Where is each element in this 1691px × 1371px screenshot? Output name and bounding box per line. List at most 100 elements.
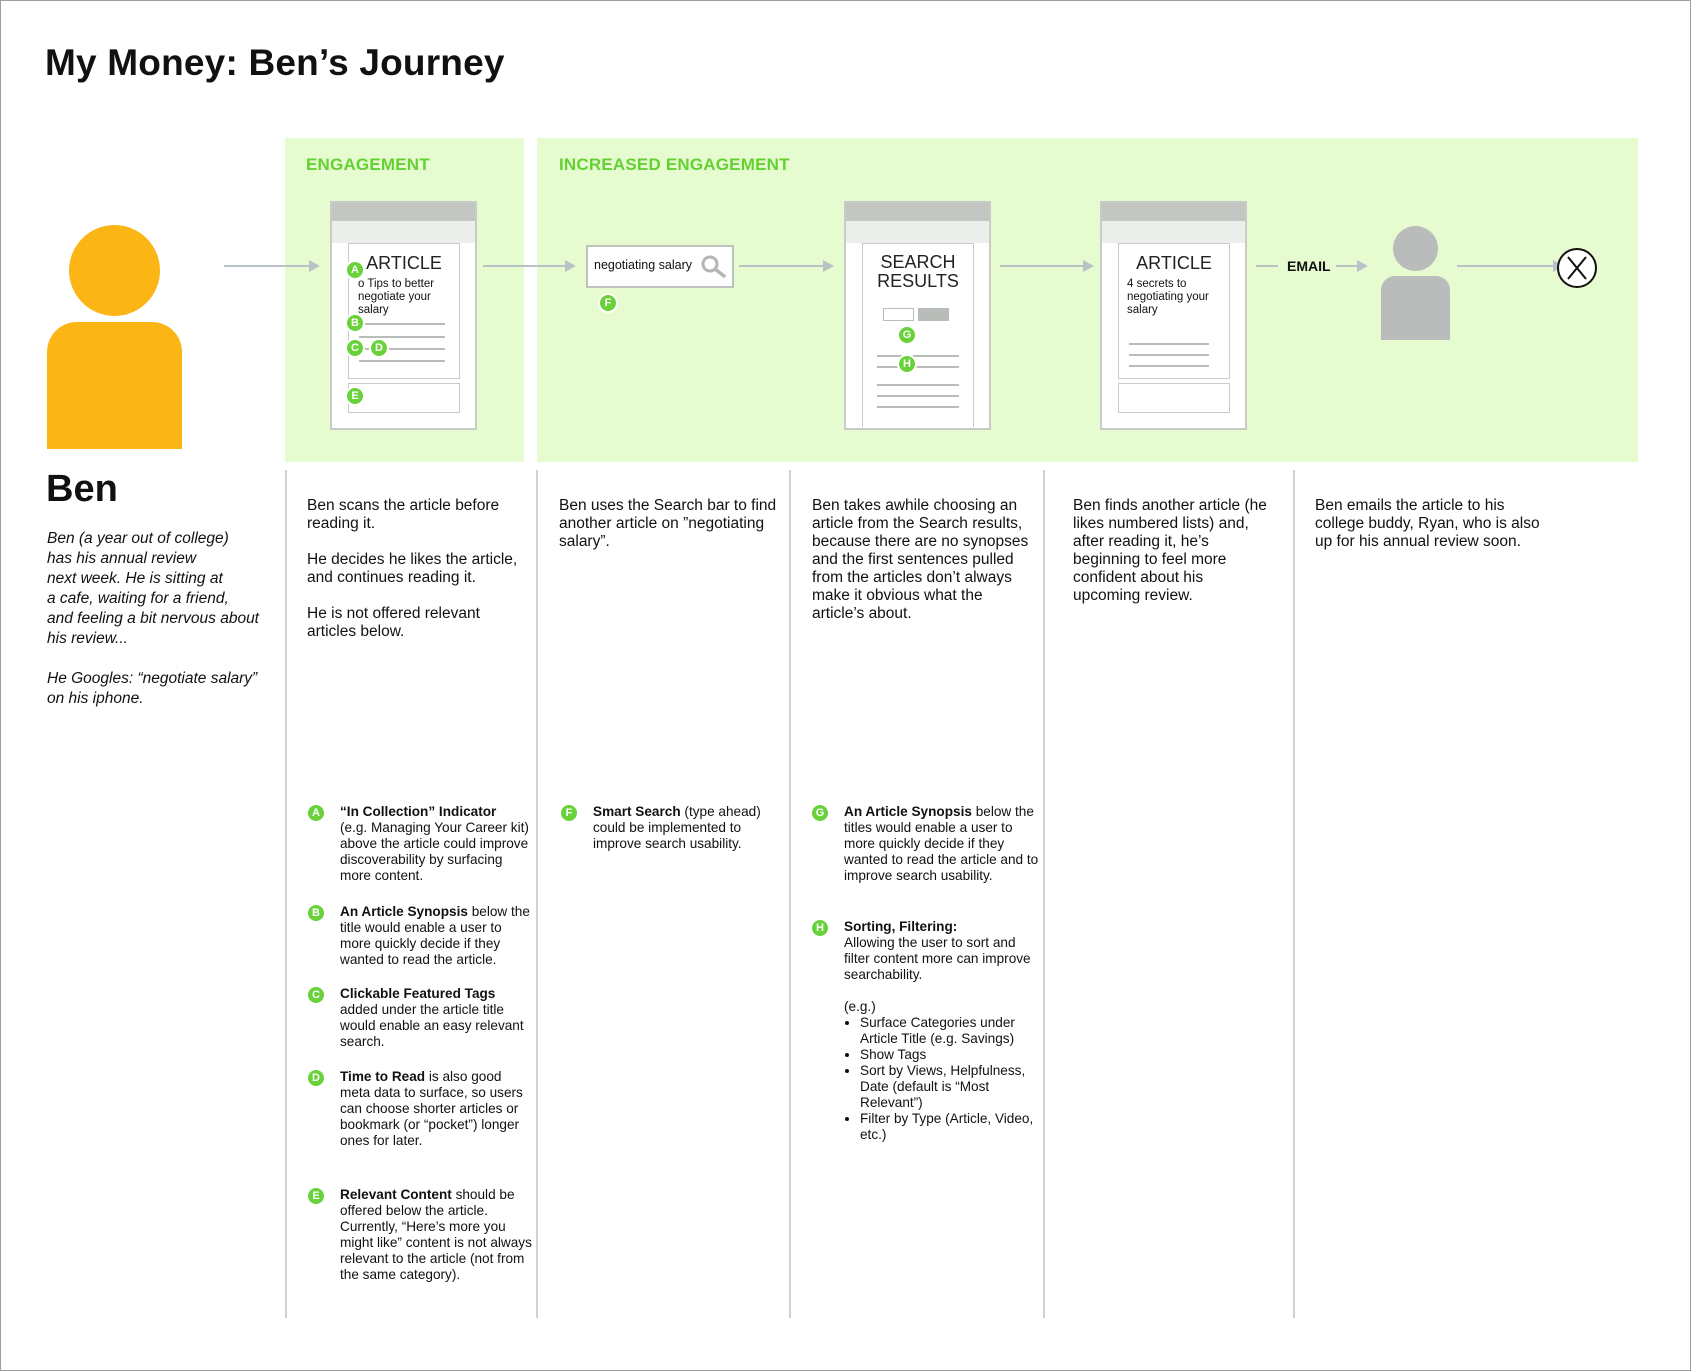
step-description-search: Ben uses the Search bar to find another … — [559, 497, 777, 569]
text-line — [359, 323, 445, 325]
arrow-head-icon — [309, 260, 320, 272]
note-list: Surface Categories under Article Title (… — [844, 1015, 1042, 1143]
note-title: Relevant Content — [340, 1187, 452, 1202]
badge-e: E — [308, 1188, 324, 1204]
result-line — [877, 406, 959, 408]
badge-g: G — [812, 805, 828, 821]
badge-h: H — [899, 356, 915, 372]
text-line — [1129, 354, 1209, 356]
recipient-icon — [1381, 226, 1450, 340]
phone-nav-bar — [1102, 221, 1245, 243]
arrow-connector — [483, 265, 566, 267]
badge-d: D — [308, 1070, 324, 1086]
column-divider — [1043, 470, 1045, 1318]
note-body: Allowing the user to sort and filter con… — [844, 935, 1031, 982]
step-text: Ben finds another article (he likes numb… — [1073, 497, 1267, 604]
text-line — [359, 336, 445, 338]
note-list-item: Show Tags — [860, 1047, 1042, 1063]
increased-engagement-band — [537, 138, 1638, 462]
search-input-text: negotiating salary — [594, 258, 692, 272]
step-description-article: Ben finds another article (he likes numb… — [1073, 497, 1273, 623]
article-card: ARTICLE o Tips to better negotiate your … — [348, 243, 460, 379]
badge-a: A — [308, 805, 324, 821]
note-list-item: Surface Categories under Article Title (… — [860, 1015, 1042, 1047]
note-g: G An Article Synopsis below the titles w… — [812, 804, 1042, 884]
text-line — [359, 348, 445, 350]
page-title: My Money: Ben’s Journey — [45, 42, 505, 83]
note-title: “In Collection” Indicator — [340, 804, 497, 819]
phone-nav-bar — [846, 221, 989, 243]
filter-button-active[interactable] — [918, 308, 949, 321]
arrow-head-icon — [565, 260, 576, 272]
note-body: below the title would enable a user to m… — [340, 904, 530, 967]
article-card: ARTICLE 4 secrets to negotiating your sa… — [1118, 243, 1230, 379]
column-divider — [536, 470, 538, 1318]
badge-c: C — [308, 987, 324, 1003]
note-body: added under the article title would enab… — [340, 1002, 524, 1049]
filter-button[interactable] — [883, 308, 914, 321]
arrow-connector — [224, 265, 310, 267]
recipient-body — [1381, 276, 1450, 340]
text-line — [359, 360, 445, 362]
note-list-item: Filter by Type (Article, Video, etc.) — [860, 1111, 1042, 1143]
article-subtitle: o Tips to better negotiate your salary — [358, 278, 435, 316]
note-d: D Time to Read is also good meta data to… — [308, 1069, 533, 1149]
step-description-scan: Ben scans the article before reading it.… — [307, 497, 532, 659]
note-body: (type ahead) could be implemented to imp… — [593, 804, 761, 851]
arrow-connector — [739, 265, 824, 267]
note-list-item: Sort by Views, Helpfulness, Date (defaul… — [860, 1063, 1042, 1111]
search-icon[interactable] — [700, 254, 726, 278]
step-text: Ben emails the article to his college bu… — [1315, 497, 1540, 550]
step-text: Ben takes awhile choosing an article fro… — [812, 497, 1029, 622]
step-description-results: Ben takes awhile choosing an article fro… — [812, 497, 1036, 641]
recipient-head — [1393, 226, 1438, 271]
column-divider — [285, 470, 287, 1318]
persona-body — [47, 322, 182, 449]
note-body: should be offered below the article. Cur… — [340, 1187, 532, 1282]
engagement-label: ENGAGEMENT — [306, 155, 430, 174]
note-e: E Relevant Content should be offered bel… — [308, 1187, 533, 1283]
arrow-head-icon — [1357, 260, 1368, 272]
related-content-box — [1118, 383, 1230, 413]
persona-icon — [47, 225, 182, 449]
persona-description: Ben (a year out of college) has his annu… — [47, 530, 259, 647]
note-a: A “In Collection” Indicator(e.g. Managin… — [308, 804, 533, 884]
phone-top-bar — [846, 203, 989, 221]
phone-nav-bar — [332, 221, 475, 243]
arrow-connector — [1256, 265, 1278, 267]
result-line — [877, 395, 959, 397]
results-card: SEARCH RESULTS — [862, 243, 974, 427]
related-content-box — [348, 383, 460, 413]
email-label: EMAIL — [1287, 258, 1331, 274]
persona-name: Ben — [46, 468, 118, 510]
arrow-head-icon — [1083, 260, 1094, 272]
badge-a: A — [347, 262, 363, 278]
search-input[interactable]: negotiating salary — [586, 245, 734, 288]
badge-f: F — [600, 295, 616, 311]
badge-f: F — [561, 805, 577, 821]
step-text: He decides he likes the article, and con… — [307, 551, 518, 586]
close-circle-icon — [1557, 248, 1597, 288]
badge-b: B — [347, 315, 363, 331]
badge-d: D — [371, 340, 387, 356]
arrow-head-icon — [823, 260, 834, 272]
note-title: Clickable Featured Tags — [340, 986, 496, 1001]
note-eg: (e.g.) — [844, 999, 876, 1014]
persona-head — [69, 225, 160, 316]
note-title: Smart Search — [593, 804, 681, 819]
note-title: An Article Synopsis — [844, 804, 972, 819]
search-results-screen: SEARCH RESULTS — [844, 201, 991, 430]
note-body: (e.g. Managing Your Career kit) above th… — [340, 820, 529, 883]
badge-c: C — [347, 340, 363, 356]
column-divider — [1293, 470, 1295, 1318]
step-description-email: Ben emails the article to his college bu… — [1315, 497, 1540, 569]
step-text: He is not offered relevant articles belo… — [307, 605, 480, 640]
step-text: Ben scans the article before reading it. — [307, 497, 500, 532]
note-title: Sorting, Filtering: — [844, 919, 958, 934]
arrow-connector — [1336, 265, 1358, 267]
badge-h: H — [812, 920, 828, 936]
article-title: ARTICLE — [1136, 253, 1212, 273]
article-title: ARTICLE — [366, 253, 442, 273]
step-text: Ben uses the Search bar to find another … — [559, 497, 777, 550]
